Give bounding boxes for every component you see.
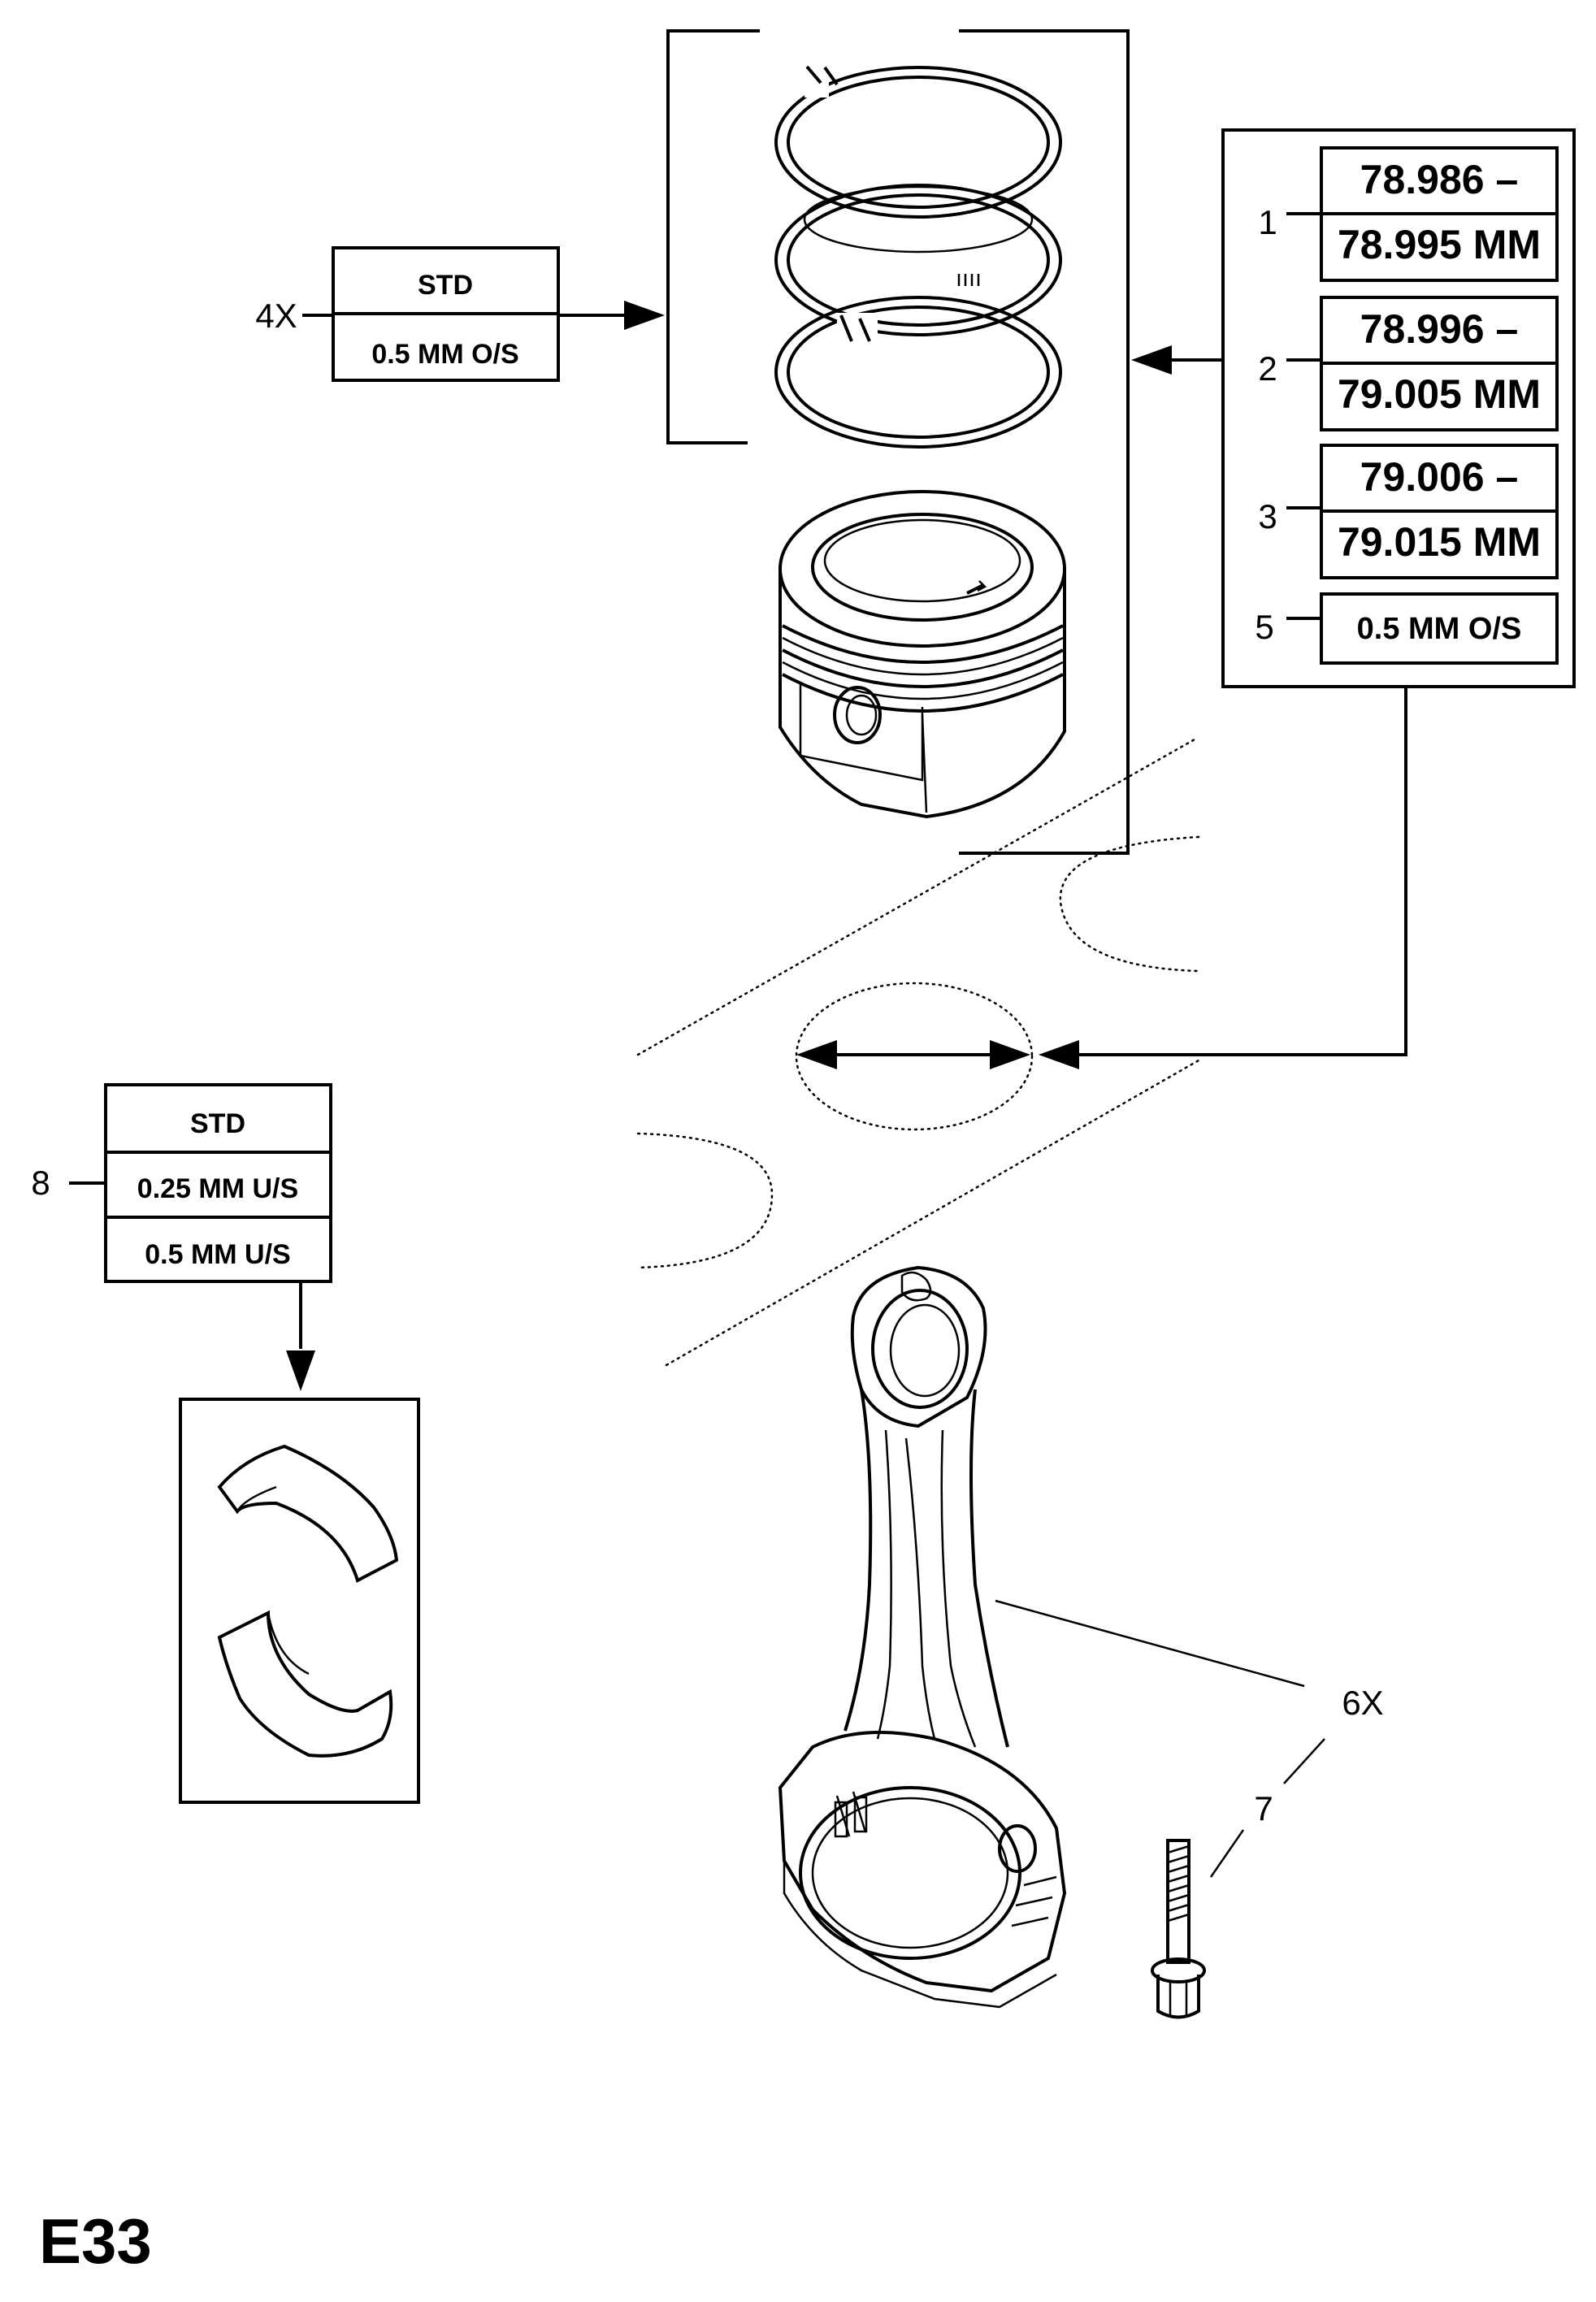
ring-size-std: STD xyxy=(418,270,473,301)
ring-size-box: STD 0.5 MM O/S 4X xyxy=(255,246,665,382)
bearing-size-std: STD xyxy=(190,1108,245,1139)
bore-grade-2-max: 79.005 MM xyxy=(1338,371,1541,417)
bore-grade-1-min: 78.986 – xyxy=(1360,157,1519,202)
bearing-size-undersize-05: 0.5 MM U/S xyxy=(145,1239,290,1270)
bolt-callout: 7 xyxy=(1254,1789,1273,1827)
lower-bearing-shell xyxy=(217,1610,393,1758)
rod-callout: 6X xyxy=(1342,1684,1383,1722)
rod-leader-line xyxy=(995,1599,1305,1688)
bearing-shells-box xyxy=(179,1398,420,1804)
connecting-rod-illustration xyxy=(778,1265,1067,2009)
bearing-size-box: STD 0.25 MM U/S 0.5 MM U/S 8 xyxy=(31,1083,332,1391)
diagram-id: E33 xyxy=(39,2205,152,2277)
cylinder-block-outline xyxy=(636,738,1200,1367)
bearing-size-undersize-025: 0.25 MM U/S xyxy=(137,1173,298,1204)
piston-rings-illustration xyxy=(774,65,1062,449)
upper-bearing-shell xyxy=(217,1444,399,1583)
ring-size-oversize: 0.5 MM O/S xyxy=(371,339,518,370)
piston-illustration xyxy=(778,490,1066,819)
bore-grade-2-min: 78.996 – xyxy=(1360,306,1519,352)
ring-bracket xyxy=(666,29,1130,855)
bolt-leader-lower xyxy=(1209,1829,1245,1878)
bore-grade-1-max: 78.995 MM xyxy=(1338,222,1541,267)
ring-set-callout: 4X xyxy=(255,297,297,335)
bore-grade-2-callout: 2 xyxy=(1258,349,1277,388)
bore-grade-3-callout: 3 xyxy=(1258,497,1277,535)
bore-size-box: 78.986 – 78.995 MM 1 78.996 – 79.005 MM … xyxy=(1131,128,1576,688)
bolt-leader-upper xyxy=(1283,1738,1325,1784)
ring-expander-joint xyxy=(957,274,980,286)
bearing-callout: 8 xyxy=(31,1164,50,1202)
bore-grade-3-min: 79.006 – xyxy=(1360,454,1519,500)
rod-bolt-illustration xyxy=(1151,1839,1206,2019)
bore-grade-3-max: 79.015 MM xyxy=(1338,519,1541,565)
bore-oversize-callout: 5 xyxy=(1255,608,1273,646)
bore-grade-1-callout: 1 xyxy=(1258,203,1277,241)
bore-size-leader xyxy=(1039,687,1407,1069)
bore-diameter-arrow xyxy=(796,1040,1030,1069)
bore-oversize: 0.5 MM O/S xyxy=(1357,612,1522,646)
